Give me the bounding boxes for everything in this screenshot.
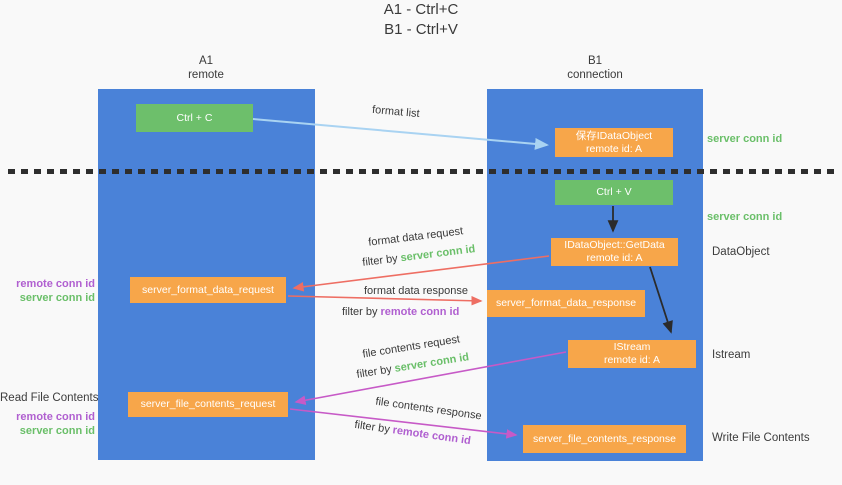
annotation-dataobject: DataObject (712, 246, 770, 258)
annotation-remote-conn-id-format: remote conn id (16, 278, 95, 290)
node-ctrl-c-label: Ctrl + C (176, 111, 213, 124)
title-line-2: B1 - Ctrl+V (384, 21, 458, 38)
node-getdata-line2: remote id: A (586, 252, 643, 264)
annotation-write-file-contents: Write File Contents (712, 432, 810, 444)
node-server-format-data-request: server_format_data_request (130, 277, 286, 303)
format-data-response-text: format data response (364, 285, 468, 297)
node-ctrl-c: Ctrl + C (136, 104, 253, 132)
column-b1-name: B1 (587, 55, 603, 67)
node-istream: IStream remote id: A (568, 340, 696, 368)
filter-by-text: filter by (353, 418, 391, 436)
remote-conn-id-text: remote conn id (380, 306, 460, 318)
column-b1-subtitle: connection (567, 69, 623, 81)
title-line-1: A1 - Ctrl+C (383, 1, 459, 18)
node-idataobject-getdata: IDataObject::GetData remote id: A (551, 238, 678, 266)
annotation-read-file-contents: Read File Contents (0, 392, 99, 404)
filter-by-text: filter by (342, 306, 378, 318)
edge-label-format-list: format list (372, 104, 421, 120)
node-istream-line2: remote id: A (603, 354, 661, 366)
annotation-remote-conn-id-file: remote conn id (16, 411, 95, 423)
node-server-format-data-response: server_format_data_response (487, 290, 645, 317)
edge-label-format-data-response: format data response (364, 285, 468, 297)
filter-by-text: filter by (361, 252, 399, 269)
annotation-server-conn-id-format: server conn id (19, 292, 95, 304)
remote-conn-id-text: remote conn id (391, 424, 472, 448)
server-conn-id-text: server conn id (399, 243, 476, 265)
node-file-response-label: server_file_contents_response (532, 432, 676, 445)
node-save-idataobject-line1: 保存IDataObject (575, 129, 653, 142)
annotation-server-conn-id-top: server conn id (707, 133, 783, 145)
edge-label-file-contents-response: file contents response (375, 396, 483, 423)
node-format-request-label: server_format_data_request (142, 283, 274, 296)
node-server-file-contents-request: server_file_contents_request (128, 392, 288, 417)
node-format-response-label: server_format_data_response (495, 297, 637, 309)
node-getdata-line1: IDataObject::GetData (564, 239, 665, 251)
node-save-idataobject: 保存IDataObject remote id: A (555, 128, 673, 157)
column-b1-header: B1 connection (545, 54, 645, 82)
annotation-server-conn-id-file: server conn id (19, 425, 95, 437)
column-a1-name: A1 (198, 55, 214, 67)
column-a1-header: A1 remote (156, 54, 256, 82)
edge-label-filter-by-remote-conn-id-2: filter byremote conn id (354, 419, 472, 447)
node-save-idataobject-line2: remote id: A (585, 142, 643, 155)
node-server-file-contents-response: server_file_contents_response (523, 425, 686, 453)
diagram-title: A1 - Ctrl+C B1 - Ctrl+V (0, 0, 842, 40)
node-file-request-label: server_file_contents_request (140, 398, 276, 410)
file-contents-response-text: file contents response (374, 395, 483, 423)
node-ctrl-v: Ctrl + V (555, 180, 673, 205)
dashed-divider-line (8, 169, 834, 174)
annotation-block-format-conn-ids: remote conn id server conn id (0, 277, 95, 305)
server-conn-id-text: server conn id (393, 351, 470, 375)
node-ctrl-v-label: Ctrl + V (596, 186, 632, 198)
annotation-istream: Istream (712, 349, 751, 361)
node-istream-line1: IStream (613, 341, 651, 353)
annotation-server-conn-id-mid: server conn id (707, 211, 783, 223)
annotation-block-file-conn-ids: Read File Contents remote conn id server… (0, 391, 99, 438)
format-list-text: format list (371, 103, 421, 121)
filter-by-text: filter by (355, 363, 393, 381)
column-a1-subtitle: remote (188, 69, 224, 81)
